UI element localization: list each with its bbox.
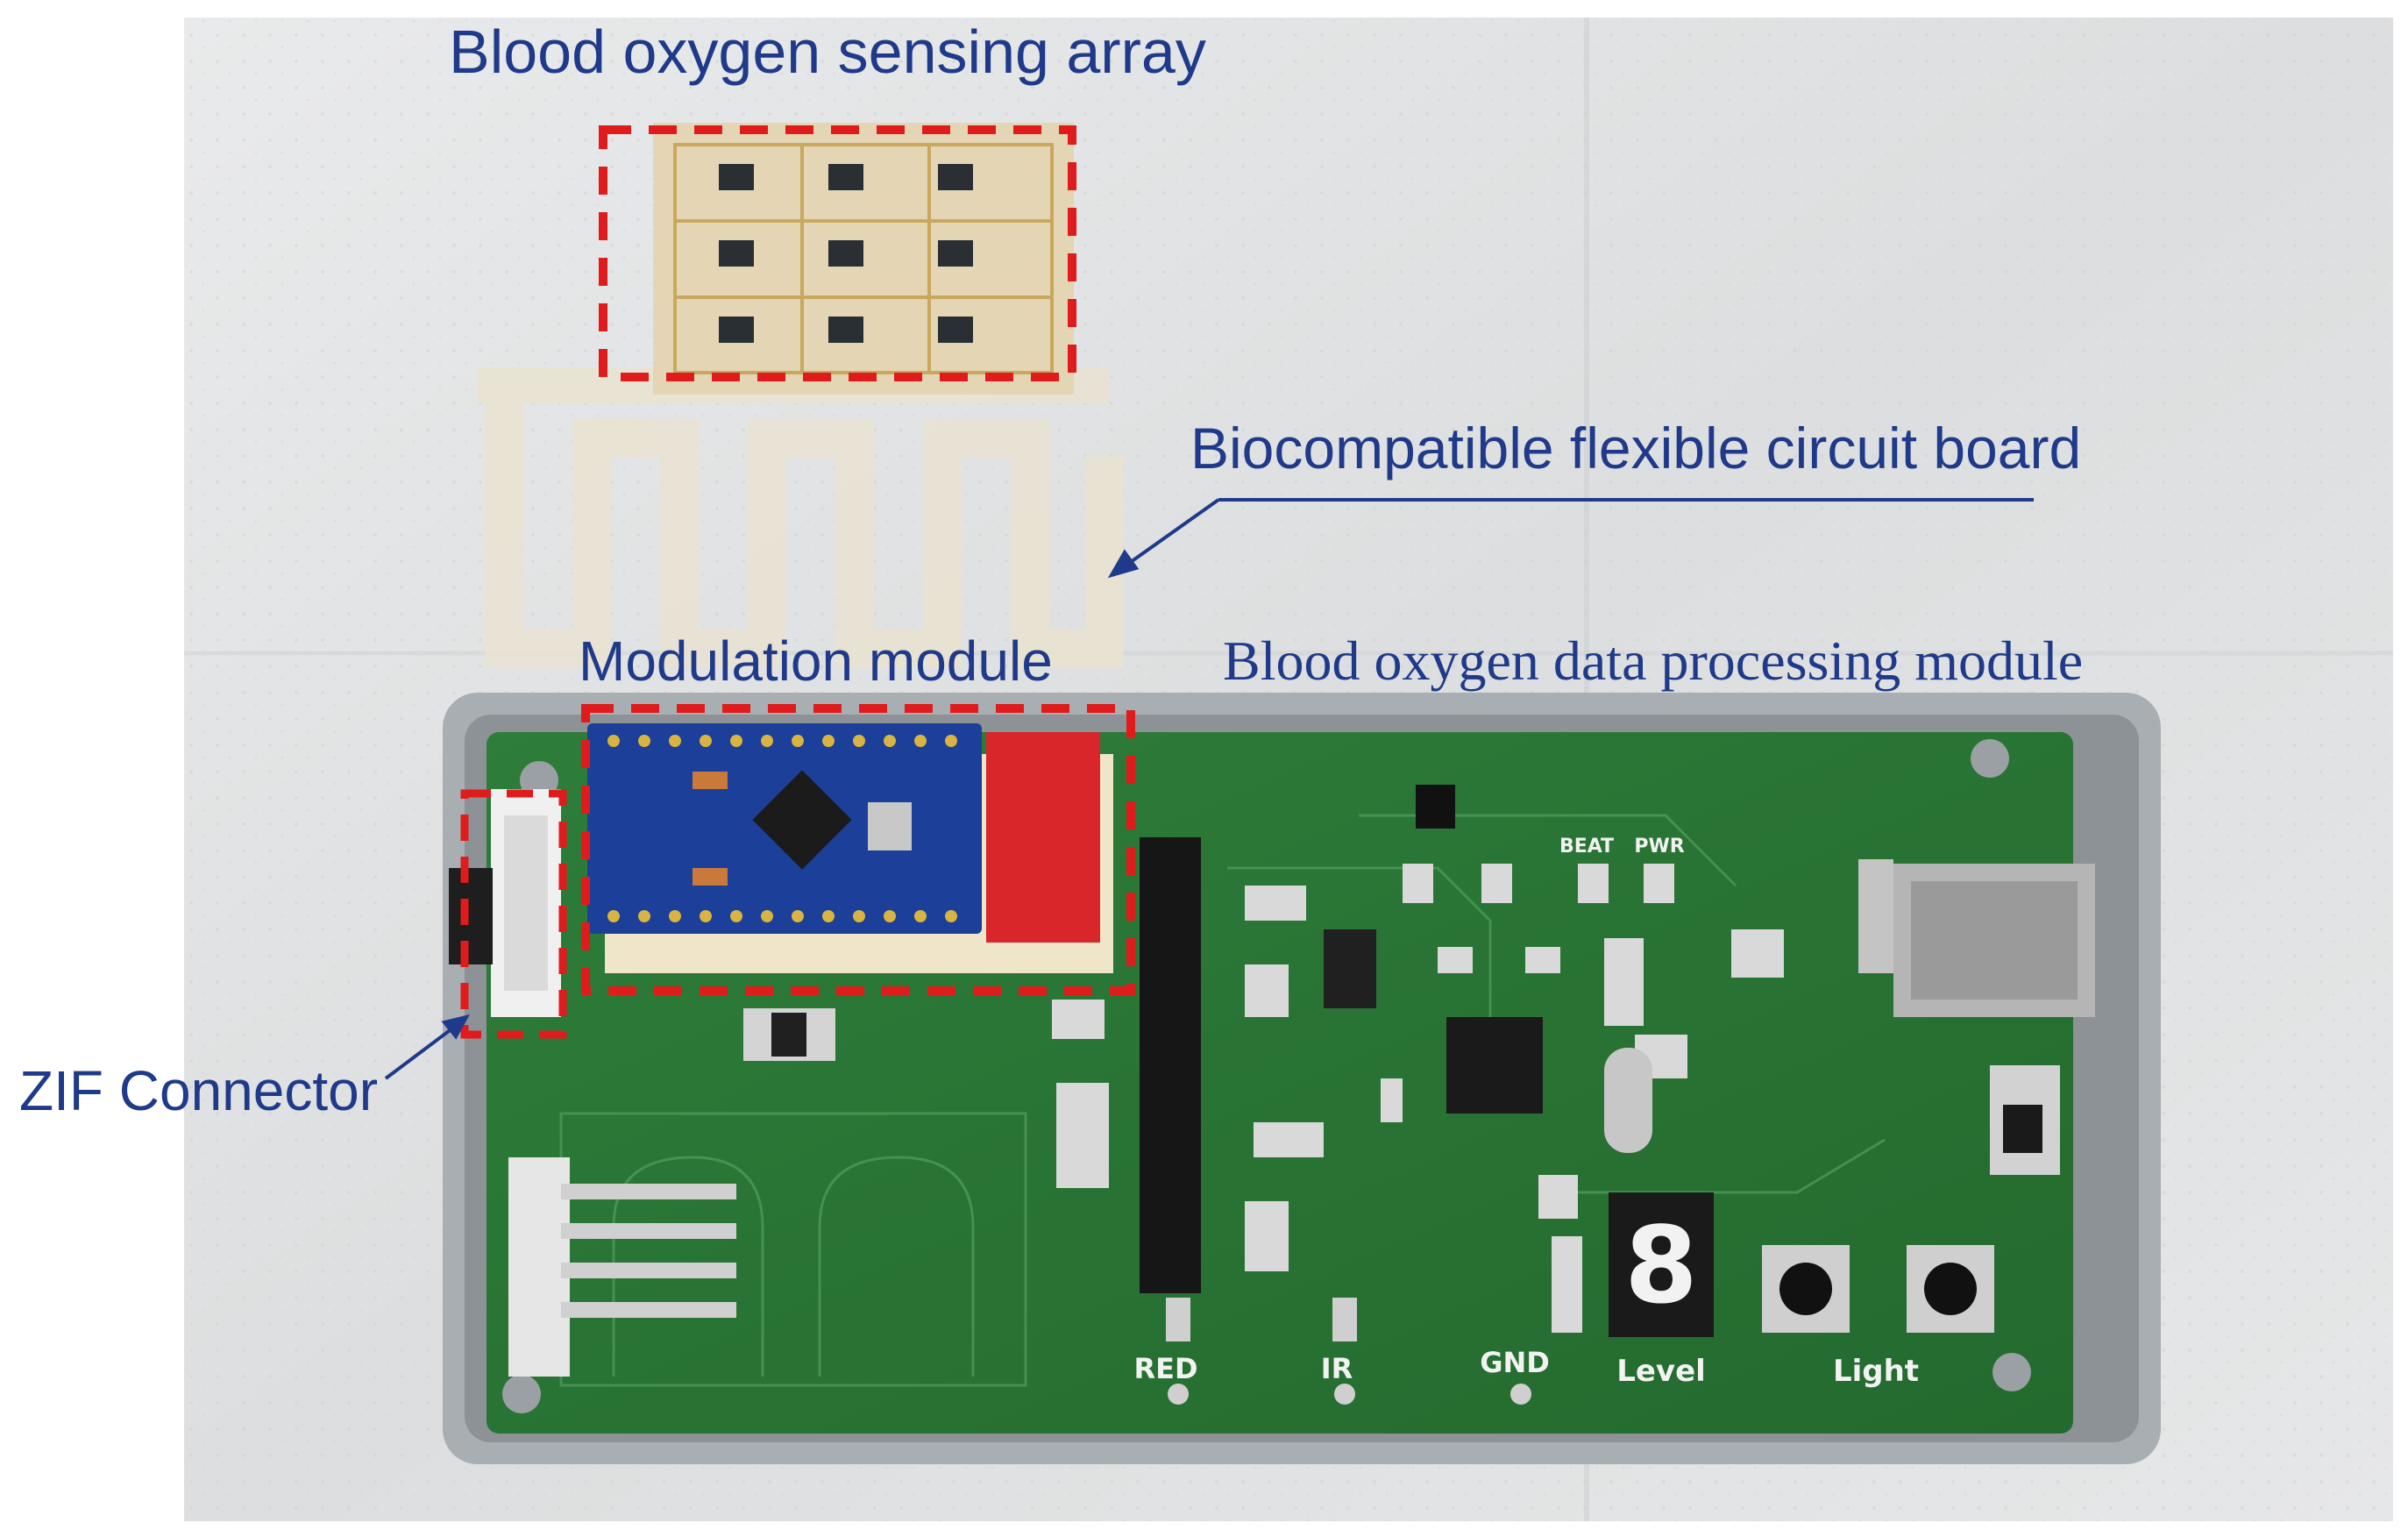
display-digit: 8: [1624, 1206, 1698, 1327]
silkscreen-pwr: PWR: [1634, 836, 1684, 857]
leader-line-zif: [384, 1014, 470, 1080]
push-button-left: [1762, 1245, 1850, 1333]
silkscreen-red: RED: [1133, 1352, 1197, 1385]
silkscreen-ir: IR: [1321, 1352, 1353, 1385]
seven-segment-display: 8: [1609, 1192, 1714, 1337]
silkscreen-gnd: GND: [1480, 1346, 1550, 1379]
zif-connector: [449, 789, 561, 1017]
microcontroller-chip: [1446, 1017, 1543, 1114]
silkscreen-level: Level: [1616, 1354, 1706, 1389]
silkscreen-light: Light: [1833, 1354, 1919, 1389]
modulation-module-highlight-box: [581, 704, 1135, 995]
annotation-modulation-module: Modulation module: [579, 630, 1053, 693]
usb-port: [1858, 859, 2095, 1017]
flexible-circuit-board: [485, 395, 1124, 668]
modulation-module: [587, 723, 1113, 973]
leader-line-flexible-board: [1107, 498, 2034, 579]
pin-header: [1140, 837, 1201, 1293]
annotation-processing-module: Blood oxygen data processing module: [1223, 630, 2084, 692]
annotation-sensing-array: Blood oxygen sensing array: [449, 18, 1206, 86]
annotation-zif-connector: ZIF Connector: [19, 1059, 379, 1122]
annotation-flexible-board: Biocompatible flexible circuit board: [1190, 416, 2082, 480]
zif-connector-highlight-box: [460, 789, 567, 1039]
silkscreen-beat: BEAT: [1559, 836, 1614, 857]
sensing-array-patch: [653, 123, 1074, 395]
sensing-array-highlight-box: [599, 125, 1076, 381]
push-button-right: [1907, 1245, 1994, 1333]
